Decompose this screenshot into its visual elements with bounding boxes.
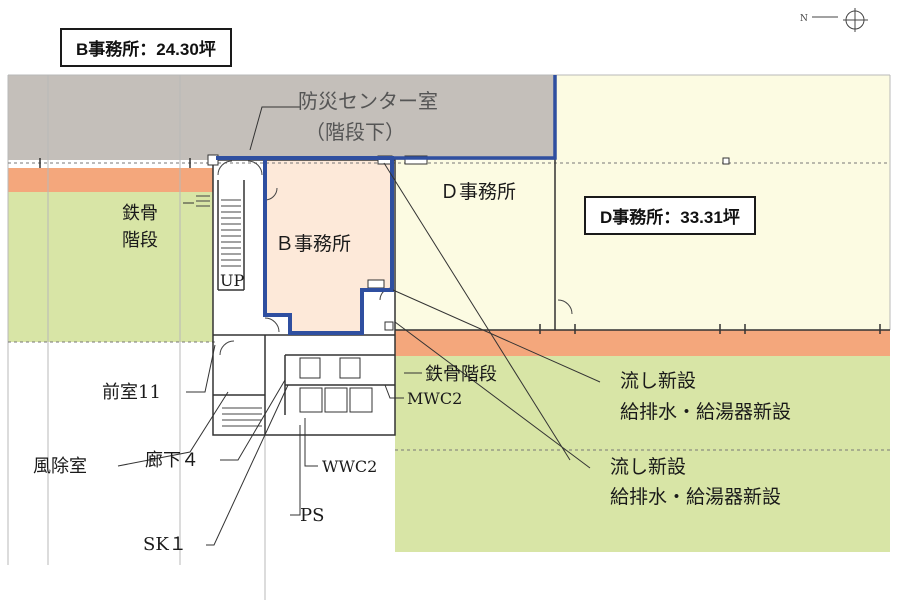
disaster-center-label: 防災センター室 — [298, 89, 438, 113]
up-label: UP — [220, 271, 244, 290]
disaster-center-zone — [8, 75, 560, 160]
steel-stairs-label: 鉄骨 — [122, 203, 158, 224]
d-office-area-callout: D事務所：33.31坪 — [584, 196, 756, 235]
steel-stairs-label-2: 階段 — [122, 230, 158, 251]
wwc2-label: WWC2 — [322, 457, 377, 476]
sk1-label: SK１ — [143, 534, 187, 555]
b-office-zone — [265, 160, 390, 333]
b-office-label: Ｂ事務所 — [275, 233, 351, 255]
salmon-strip-left — [8, 168, 213, 192]
corridor-label: 廊下４ — [145, 450, 199, 471]
windbreak-label: 風除室 — [33, 456, 87, 477]
d-office-zone — [395, 160, 560, 330]
vestibule-label: 前室11 — [102, 382, 161, 403]
north-arrow-icon: N — [800, 8, 868, 32]
d-office-boundary — [392, 75, 557, 160]
steel-stairs-right-label: 鉄骨階段 — [425, 364, 497, 385]
sink-a-sublabel: 給排水・給湯器新設 — [620, 401, 791, 423]
sink-b-sublabel: 給排水・給湯器新設 — [610, 486, 781, 508]
b-office-boundary — [216, 156, 394, 335]
green-zone-right — [395, 356, 890, 552]
d-office-label: Ｄ事務所 — [440, 181, 516, 203]
green-zone-left — [8, 192, 213, 342]
b-office-area-callout: B事務所：24.30坪 — [60, 28, 232, 67]
ps-label: PS — [300, 505, 324, 526]
disaster-center-sublabel: （階段下） — [305, 120, 405, 144]
sink-b-label: 流し新設 — [610, 456, 686, 478]
salmon-strip-right — [395, 330, 890, 356]
sink-a-label: 流し新設 — [620, 370, 696, 392]
svg-text:N: N — [800, 14, 808, 24]
mwc2-label: MWC2 — [407, 389, 462, 408]
